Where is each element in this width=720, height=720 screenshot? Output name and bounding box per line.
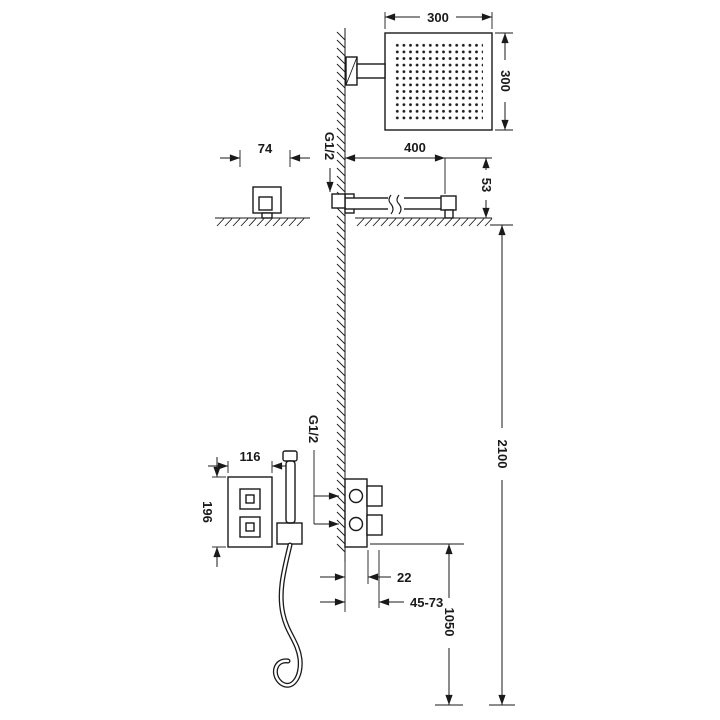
- wall-outlet: [252, 186, 282, 219]
- wall-hatch: [336, 31, 346, 553]
- dim-head-width: 300: [384, 10, 493, 29]
- dim-head-depth: 300: [495, 32, 513, 131]
- thread-mixer-label: G1/2: [306, 415, 321, 443]
- dim-mixer-height-label: 1050: [442, 608, 457, 637]
- handshower-holder: [276, 522, 303, 545]
- arm-break-squiggle: [396, 194, 402, 215]
- thread-top-label: G1/2: [322, 132, 337, 160]
- arm-break-gap: [388, 194, 404, 213]
- dim-panel-height-label: 196: [200, 501, 215, 523]
- thread-label-top: G1/2: [322, 132, 346, 209]
- dim-outlet-width: 74: [220, 141, 310, 167]
- head-mount-bracket: [345, 56, 386, 86]
- mixer-knob-top: [366, 485, 383, 507]
- spray-nozzles: [394, 42, 483, 121]
- ceiling-line-left: [215, 217, 310, 227]
- dim-installation-height: 2100: [489, 224, 515, 706]
- dim-valve-to-wall-label: 22: [397, 570, 411, 585]
- ceiling-hatch-right: [356, 218, 493, 227]
- arm-break-squiggle: [388, 194, 394, 215]
- supply-elbow: [331, 193, 346, 209]
- dim-recess-depth: 45-73: [320, 550, 443, 610]
- arm-elbow-stem: [444, 209, 454, 219]
- dim-installation-height-label: 2100: [495, 440, 510, 469]
- dim-mixer-height: 1050: [370, 543, 464, 706]
- dim-panel-width-label: 116: [240, 449, 261, 464]
- dim-panel-height: 196: [200, 457, 226, 567]
- mixer-knob-bottom: [366, 514, 383, 536]
- dim-arm-to-ceiling-label: 53: [479, 178, 494, 192]
- ceiling-hatch-left: [216, 218, 305, 227]
- thread-label-mixer: G1/2: [306, 415, 339, 528]
- mixer-body: [344, 478, 383, 548]
- handshower-head: [282, 450, 298, 462]
- ceiling-line-right: [355, 217, 493, 227]
- dim-head-depth-label: 300: [498, 70, 513, 92]
- arm-elbow: [440, 195, 457, 211]
- shower-arm: [344, 193, 457, 219]
- handshower-handle: [285, 460, 296, 524]
- dim-arm-to-ceiling: 53: [479, 158, 494, 218]
- dim-recess-depth-label: 45-73: [410, 595, 443, 610]
- mixer-inlet-bottom: [348, 516, 364, 532]
- shower-head: [384, 32, 493, 131]
- dim-valve-to-wall: 22: [320, 550, 411, 585]
- dim-head-width-label: 300: [427, 10, 449, 25]
- dim-arm-length-label: 400: [404, 140, 426, 155]
- dim-arm-length: 400: [345, 140, 492, 194]
- dim-outlet-width-label: 74: [258, 141, 273, 156]
- shower-hose: [272, 542, 303, 688]
- dim-panel-width: 116: [208, 449, 292, 473]
- thermostat-panel: [227, 476, 273, 548]
- mixer-inlet-top: [348, 488, 364, 504]
- hand-shower: [272, 450, 303, 688]
